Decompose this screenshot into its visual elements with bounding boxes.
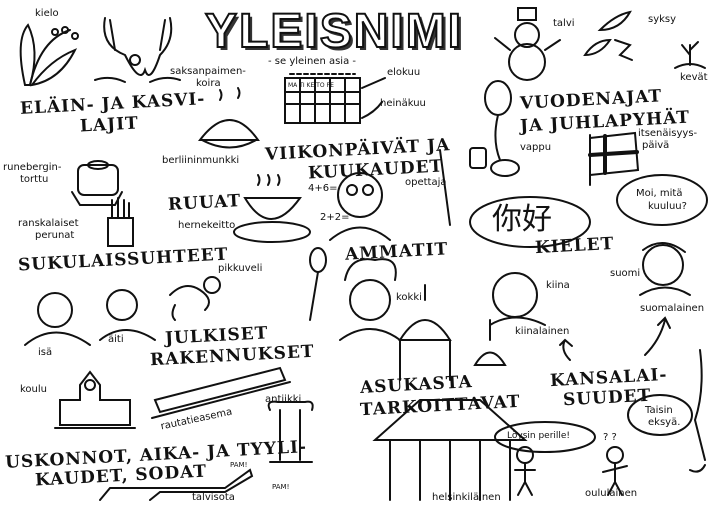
label-heinakuu: heinäkuu [380,98,426,109]
label-loysin: Löysin perille! [507,431,571,441]
label-helsinkilainen: helsinkiläinen [432,492,501,503]
label-question-marks: ? ? [603,432,617,443]
snowman-drawing [494,7,561,81]
donut-drawing [197,87,260,149]
father-drawing [24,292,91,346]
label-talvi: talvi [553,18,575,29]
label-math1: 4+6= [308,183,338,194]
balloon-drawing [469,80,520,177]
calendar-drawing [284,73,386,124]
school-drawing [54,370,136,429]
teacher-drawing [329,149,451,241]
train-drawing [151,366,291,419]
subtitle: - se yleinen asia - [268,56,356,67]
label-aiti: äiti [108,334,124,345]
label-oululainen: oululainen [585,488,638,499]
little-brother-drawing [169,276,221,321]
label-taisin-line1: Taisin [645,405,673,416]
label-dog-line2: koira [196,78,221,89]
finnish-flag-drawing [588,131,640,186]
runeberg-cake-drawing [71,160,123,206]
label-kokki: kokki [396,292,422,303]
chef-drawing [309,247,401,341]
page-title: YLEISNIMI [204,4,464,59]
label-moi-line2: kuuluu? [648,201,687,212]
label-kiina: kiina [546,280,570,291]
oulu-stickman-drawing [602,446,628,496]
dog-drawing [94,17,181,83]
nihao-speech-bubble [469,196,591,248]
label-opettaja: opettaja [405,177,447,188]
label-syksy: syksy [648,14,677,25]
leaves-drawing [583,10,633,61]
mother-drawing [99,289,156,341]
label-taisin-line2: eksyä. [648,417,681,428]
label-hernekeitto: hernekeitto [178,220,236,231]
rifle-drawing [99,468,254,501]
label-kiinalainen: kiinalainen [515,326,570,337]
label-suomalainen: suomalainen [640,303,705,314]
arrow-right-drawing [644,316,671,356]
cathedral-drawing [372,284,528,501]
heading-animals-line2: LAJIT [79,113,140,137]
chinese-boy-drawing [489,272,546,326]
fries-drawing [107,197,134,247]
arrow-left-drawing [559,338,573,361]
signature-drawing [689,349,706,473]
column-drawing [267,400,314,463]
finnish-boy-drawing [639,242,691,296]
sprout-drawing [674,41,706,69]
label-berliininmunkki: berliininmunkki [162,155,240,166]
label-math2: 2+2= [320,212,350,223]
label-elokuu: elokuu [387,67,421,78]
label-nihao: 你好 [492,202,552,237]
helsinki-stickman-drawing [514,446,536,496]
label-pam1: PAM! [230,461,248,469]
heading-foods: RUUAT [167,191,242,215]
taisin-thought-bubble [627,394,693,436]
label-koulu: koulu [20,384,48,395]
lily-of-the-valley-drawing [19,23,79,87]
label-talvisota: talvisota [192,492,235,503]
label-runeberg-line1: runebergin- [3,162,62,173]
label-itsenaisyyspaiva-line1: itsenäisyys- [638,128,698,139]
label-itsenaisyyspaiva-line2: päivä [642,140,670,151]
label-pam2: PAM! [272,483,290,491]
label-pikkuveli: pikkuveli [218,263,263,274]
moi-speech-bubble [616,174,708,226]
label-ranskalaiset-line1: ranskalaiset [18,218,79,229]
label-runeberg-line2: torttu [20,174,49,185]
label-kielo: kielo [35,8,59,19]
label-antiikki: antiikki [265,394,302,405]
label-dog-line1: saksanpaimen- [170,66,246,77]
label-vappu: vappu [520,142,552,153]
label-isa: isä [38,347,53,358]
label-suomi: suomi [610,268,641,279]
loysin-speech-bubble [494,421,596,453]
heading-languages: KIELET [534,233,615,259]
label-kevat: kevät [680,72,708,83]
label-ranskalaiset-line2: perunat [35,230,75,241]
soup-drawing [233,174,311,243]
calendar-days: MA TI KE TO PE [288,82,334,89]
label-moi-line1: Moi, mitä [636,188,683,199]
